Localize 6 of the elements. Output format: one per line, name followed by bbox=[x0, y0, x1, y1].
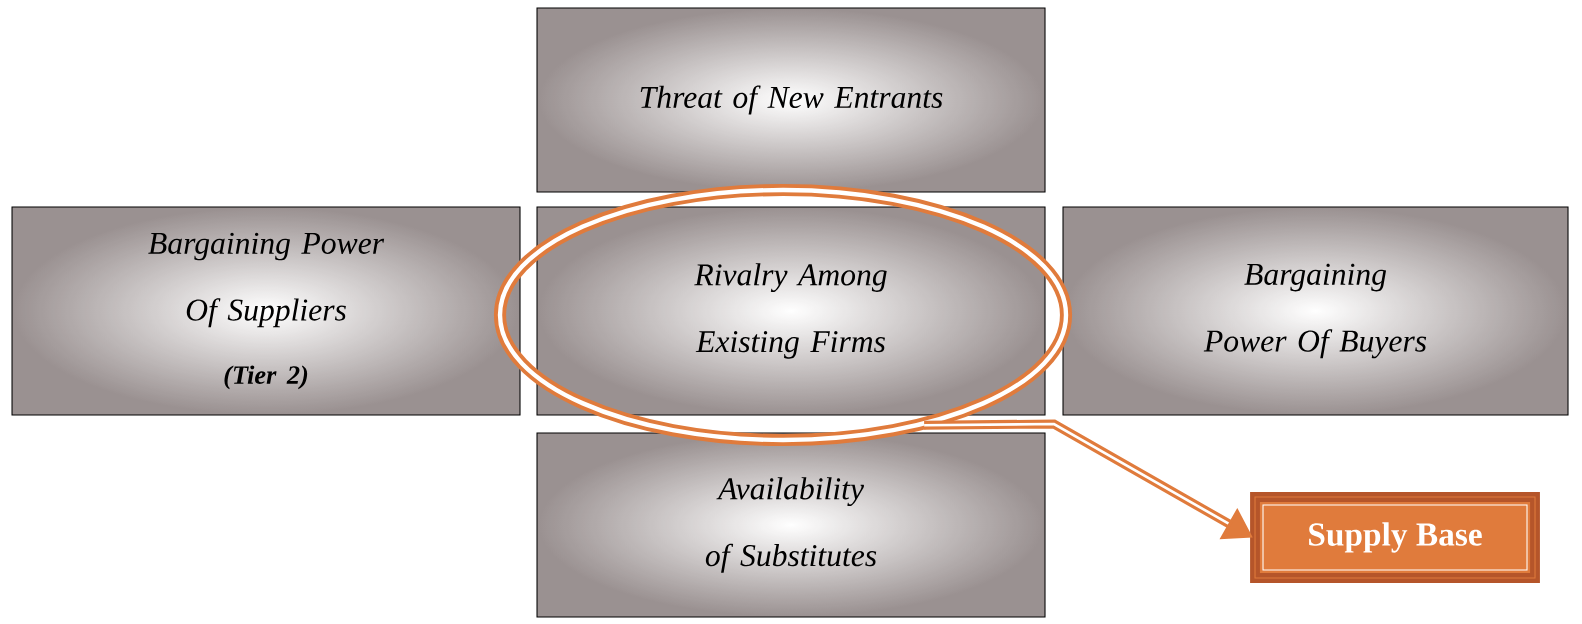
label-box: Supply Base bbox=[1250, 492, 1540, 583]
force-box: Bargaining Power Of Buyers bbox=[1062, 206, 1569, 416]
force-box: Bargaining Power Of Suppliers (Tier 2) bbox=[11, 206, 521, 416]
force-box: Availability of Substitutes bbox=[536, 432, 1046, 618]
highlight-ellipse bbox=[493, 183, 1073, 447]
force-box: Threat of New Entrants bbox=[536, 7, 1046, 193]
